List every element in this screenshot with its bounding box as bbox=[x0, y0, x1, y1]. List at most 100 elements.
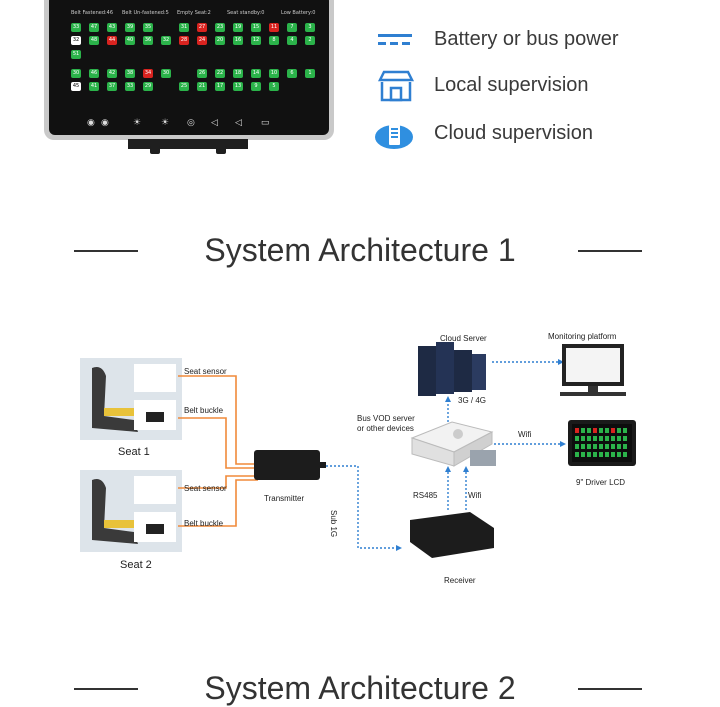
seat-cell: 37 bbox=[107, 82, 117, 91]
local-supervision-icon bbox=[377, 70, 415, 102]
lcd-softkey[interactable]: ◉ bbox=[101, 117, 109, 127]
mini-seat-cell bbox=[623, 428, 627, 433]
legend-cloud-label: Cloud supervision bbox=[434, 122, 593, 144]
mini-seat-cell bbox=[581, 452, 585, 457]
lcd-softkey[interactable]: ◎ bbox=[187, 117, 195, 127]
mini-seat-cell bbox=[575, 444, 579, 449]
seat-cell: 32 bbox=[161, 36, 171, 45]
architecture-diagram bbox=[80, 342, 636, 558]
lcd-softkey[interactable]: ▭ bbox=[261, 117, 270, 127]
seat-cell: 30 bbox=[71, 69, 81, 78]
mini-seat-cell bbox=[581, 436, 585, 441]
seat1-sensor-inset bbox=[134, 364, 176, 392]
mini-seat-cell bbox=[593, 452, 597, 457]
battery-icon bbox=[382, 0, 416, 4]
mini-seat-cell bbox=[611, 444, 615, 449]
seat1-buckle-label: Belt buckle bbox=[184, 406, 224, 415]
seat-cell: 19 bbox=[233, 23, 243, 32]
mini-seat-cell bbox=[623, 436, 627, 441]
seat-cell: 38 bbox=[125, 69, 135, 78]
seat-cell: 10 bbox=[269, 69, 279, 78]
seat1-sensor-label: Seat sensor bbox=[184, 367, 227, 376]
seat-cell: 7 bbox=[287, 23, 297, 32]
driver-lcd-seats bbox=[575, 428, 627, 457]
mini-seat-cell bbox=[623, 444, 627, 449]
lcd-softkey[interactable]: ☀ bbox=[161, 117, 170, 127]
wifi-receiver-label: Wifi bbox=[468, 491, 482, 500]
seat-cell: 20 bbox=[215, 36, 225, 45]
lcd-screen: Belt Fastened:46 Belt Un-fastened:5 Empt… bbox=[49, 0, 329, 135]
seat-cell: 22 bbox=[215, 69, 225, 78]
seat-cell: 44 bbox=[107, 36, 117, 45]
legend-cloud: Cloud supervision bbox=[374, 118, 674, 149]
sub1g-label: Sub 1G bbox=[329, 510, 338, 538]
mini-seat-cell bbox=[617, 452, 621, 457]
seat-cell: 36 bbox=[143, 36, 153, 45]
mini-seat-cell bbox=[617, 436, 621, 441]
seat-cell: 33 bbox=[125, 82, 135, 91]
lcd-softkey[interactable]: ☀ bbox=[133, 117, 142, 127]
mini-seat-cell bbox=[605, 444, 609, 449]
seat-cell: 47 bbox=[89, 23, 99, 32]
header2-left-rule bbox=[74, 688, 138, 690]
seat2-buckle bbox=[146, 524, 164, 534]
cloud-server-label: Cloud Server bbox=[440, 334, 487, 343]
router-front bbox=[453, 431, 493, 467]
header2-right-rule bbox=[578, 688, 642, 690]
legend-local: Local supervision bbox=[374, 70, 674, 102]
mini-seat-cell bbox=[581, 428, 585, 433]
seat-cell: 32 bbox=[71, 36, 81, 45]
seat2-sensor-pad bbox=[104, 520, 136, 528]
seat2-sensor-inset bbox=[134, 476, 176, 504]
sensor-wires bbox=[178, 375, 258, 527]
lcd-softkey[interactable]: ◁ bbox=[235, 117, 242, 127]
mini-seat-cell bbox=[605, 436, 609, 441]
legend-local-label: Local supervision bbox=[434, 74, 589, 96]
seat1-sensor-pad bbox=[104, 408, 136, 416]
seat-cell: 23 bbox=[215, 23, 225, 32]
seat-cell: 14 bbox=[251, 69, 261, 78]
seat-cell: 25 bbox=[179, 82, 189, 91]
status-seat-standby: Seat standby:0 bbox=[227, 10, 265, 16]
mini-seat-cell bbox=[575, 452, 579, 457]
seat-cell: 41 bbox=[89, 82, 99, 91]
lcd-softkey[interactable]: ◉ bbox=[87, 117, 95, 127]
cloud-supervision-icon bbox=[375, 125, 413, 149]
seat-cell: 43 bbox=[107, 23, 117, 32]
seat1-label: Seat 1 bbox=[118, 446, 150, 458]
mini-seat-cell bbox=[593, 444, 597, 449]
lcd-softkeys: ◉ ◉ ☀ ☀ ◎ ◁ ◁ ▭ bbox=[49, 117, 329, 129]
router-bracket bbox=[470, 450, 496, 466]
lcd-softkey[interactable]: ◁ bbox=[211, 117, 218, 127]
seat-cell: 30 bbox=[161, 69, 171, 78]
seat-cell: 13 bbox=[233, 82, 243, 91]
seat-cell: 18 bbox=[233, 69, 243, 78]
seat-cell: 39 bbox=[125, 23, 135, 32]
mini-seat-cell bbox=[587, 452, 591, 457]
transmitter-device bbox=[254, 450, 320, 480]
seat-cell: 31 bbox=[179, 23, 189, 32]
seat-cell: 8 bbox=[269, 36, 279, 45]
seat-monitor-lcd: Belt Fastened:46 Belt Un-fastened:5 Empt… bbox=[44, 0, 334, 140]
seat-cell: 15 bbox=[251, 23, 261, 32]
mini-seat-cell bbox=[599, 452, 603, 457]
seat2-buckle-label: Belt buckle bbox=[184, 519, 224, 528]
mini-seat-cell bbox=[611, 452, 615, 457]
monitoring-computer bbox=[560, 344, 626, 396]
receiver-label: Receiver bbox=[444, 576, 476, 585]
legend-battery: Battery or bus power bbox=[374, 24, 674, 54]
seat-cell: 42 bbox=[107, 69, 117, 78]
seat-cell: 12 bbox=[251, 36, 261, 45]
status-empty-seat: Empty Seat:2 bbox=[177, 10, 211, 16]
mini-seat-cell bbox=[605, 428, 609, 433]
seat-cell: 16 bbox=[233, 36, 243, 45]
battery-bus-power-icon bbox=[378, 34, 412, 45]
mini-seat-cell bbox=[575, 428, 579, 433]
mini-seat-cell bbox=[581, 444, 585, 449]
seat-cell: 51 bbox=[71, 50, 81, 59]
seat-cell: 17 bbox=[215, 82, 225, 91]
seat-cell: 45 bbox=[71, 82, 81, 91]
status-belt-fastened: Belt Fastened:46 bbox=[71, 10, 114, 16]
seat1-chair bbox=[92, 367, 138, 432]
mini-seat-cell bbox=[617, 428, 621, 433]
